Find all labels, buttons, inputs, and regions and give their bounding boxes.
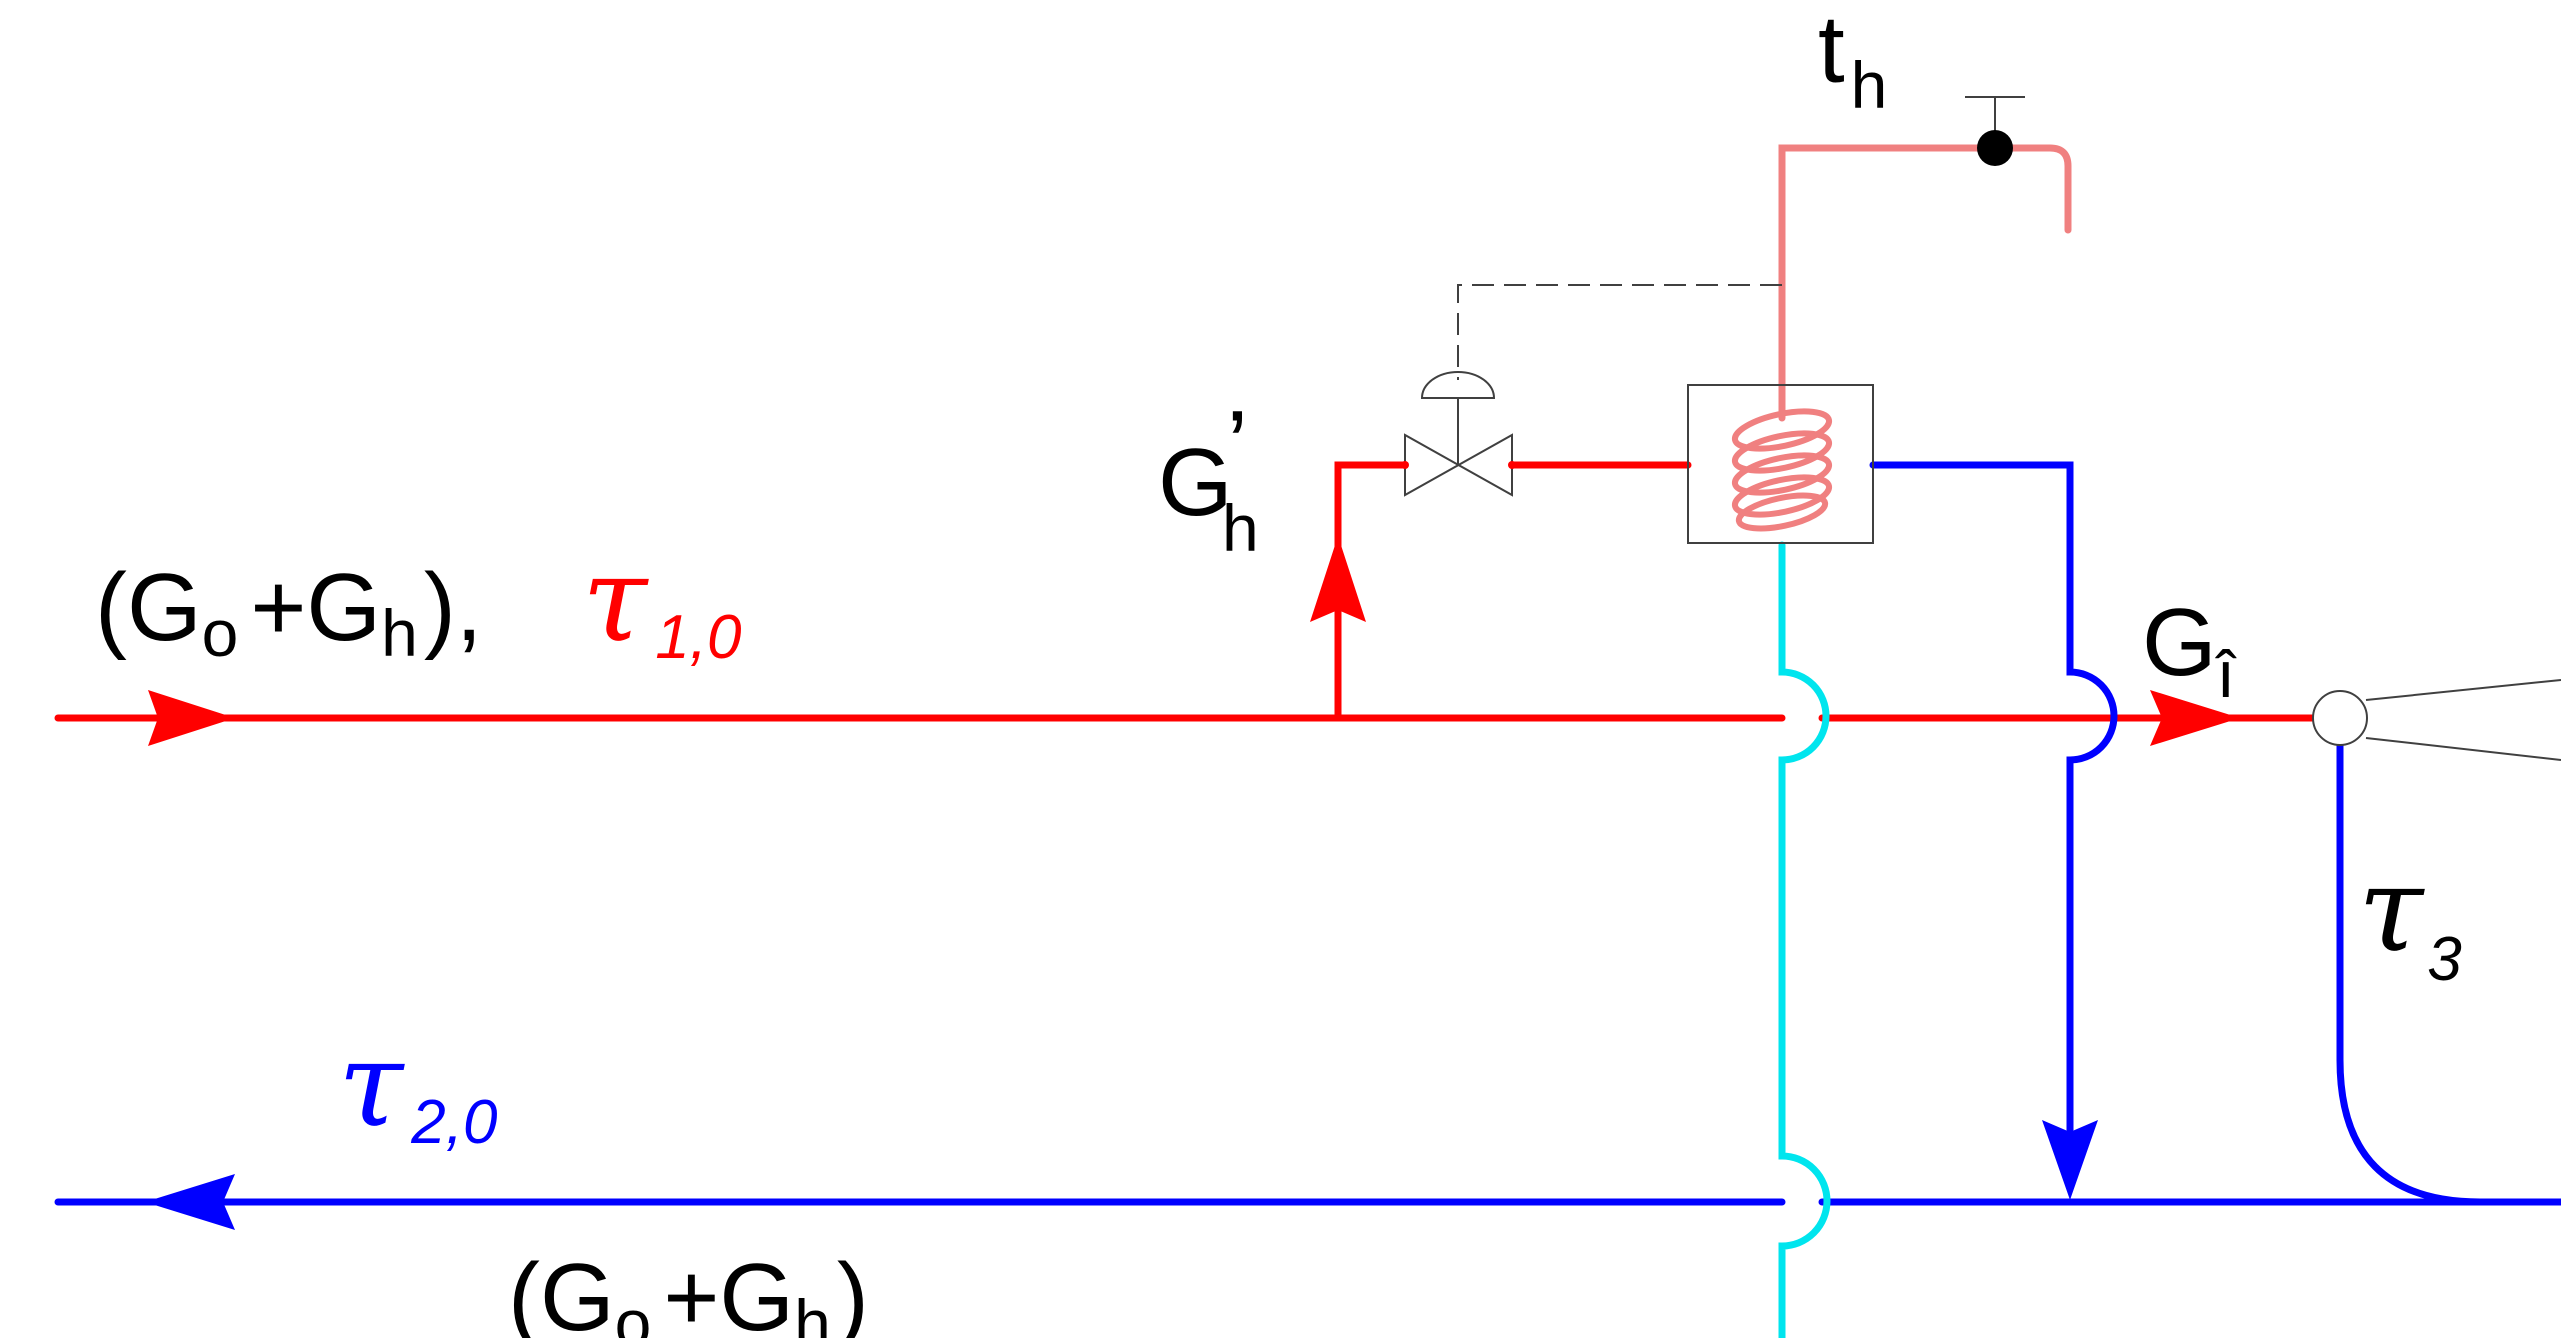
hot-water-pipe <box>1778 144 2072 422</box>
return-outlet-arrow <box>145 1174 235 1230</box>
control-signal-line <box>1457 284 1782 380</box>
supply-flow-label: (Go+Gh), <box>95 554 482 670</box>
hot-water-temp-label: th <box>1818 0 1887 122</box>
elevator-mixer <box>2312 679 2561 761</box>
branch-pipe-riser <box>1334 461 1409 722</box>
mix-flow-arrow <box>2150 690 2240 746</box>
heat-exchanger-box <box>1687 384 1874 544</box>
heater-coil <box>1731 408 1833 532</box>
branch-flow-label: G’h <box>1158 391 1259 565</box>
temperature-sensor <box>1965 96 2025 166</box>
tau3-pipe <box>2336 741 2484 1206</box>
mix-flow-label: Gî <box>2142 589 2237 711</box>
cold-water-pipe <box>1778 541 1831 1338</box>
control-valve <box>1404 371 1513 497</box>
valve-outlet-dot <box>1508 461 1516 469</box>
return-line <box>54 461 2561 1206</box>
supply-inlet-arrow <box>148 690 235 746</box>
heater-outlet-pipe <box>1869 461 2118 1134</box>
heater-return-arrow <box>2042 1120 2098 1200</box>
valve-inlet-dot <box>1401 461 1409 469</box>
tau-3-label: τ3 <box>2358 840 2462 994</box>
branch-up-arrow <box>1310 536 1366 622</box>
return-flow-label: (Go+Gh) <box>508 1244 869 1338</box>
